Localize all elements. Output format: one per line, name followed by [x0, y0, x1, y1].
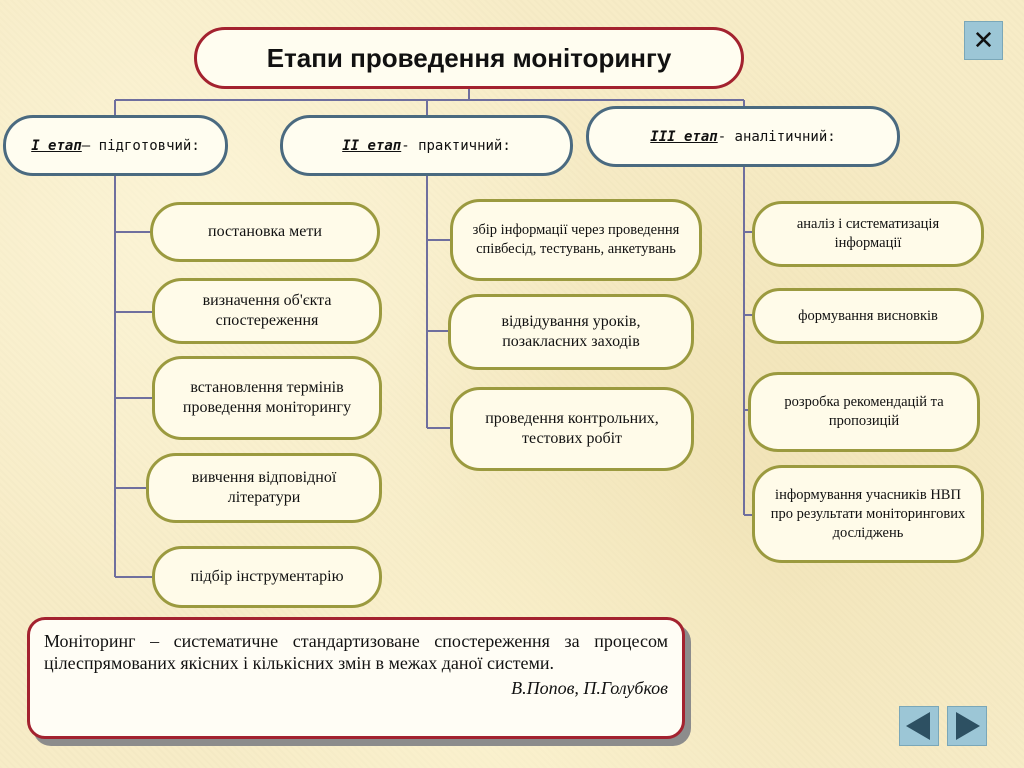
stage-1-step: визначення об'єкта спостереження — [152, 278, 382, 344]
diagram-title: Етапи проведення моніторингу — [194, 27, 744, 89]
stage-2-step: відвідування уроків, позакласних заходів — [448, 294, 694, 370]
prev-slide-button[interactable] — [899, 706, 939, 746]
triangle-left-icon — [906, 712, 930, 740]
definition-author: В.Попов, П.Голубков — [511, 678, 668, 698]
stage-3-step: формування висновків — [752, 288, 984, 344]
stage-3-step: аналіз і систематизація інформації — [752, 201, 984, 267]
stage-1-step: вивчення відповідної літератури — [146, 453, 382, 523]
definition-box: Моніторинг – систематичне стандартизован… — [27, 617, 685, 739]
stage-3-step: інформування учасників НВП про результат… — [752, 465, 984, 563]
stage-2-step: проведення контрольних, тестових робіт — [450, 387, 694, 471]
stage-2-label: - практичний: — [401, 137, 511, 154]
close-button[interactable]: ✕ — [964, 21, 1003, 60]
definition-text: Моніторинг – систематичне стандартизован… — [44, 631, 668, 673]
stage-3-label: - аналітичний: — [717, 128, 836, 145]
stage-3-key: III етап — [650, 128, 718, 145]
stage-2-header: II етап - практичний: — [280, 115, 573, 176]
stage-1-key: I етап — [31, 137, 82, 154]
stage-3-step: розробка рекомендацій та пропозицій — [748, 372, 980, 452]
stage-2-step: збір інформації через проведення співбес… — [450, 199, 702, 281]
stage-1-step: підбір інструментарію — [152, 546, 382, 608]
stage-1-label: – підготовчий: — [81, 137, 200, 154]
next-slide-button[interactable] — [947, 706, 987, 746]
stage-1-header: I етап – підготовчий: — [3, 115, 228, 176]
stage-1-step: встановлення термінів проведення монітор… — [152, 356, 382, 440]
triangle-right-icon — [956, 712, 980, 740]
stage-1-step: постановка мети — [150, 202, 380, 262]
stage-3-header: III етап - аналітичний: — [586, 106, 900, 167]
stage-2-key: II етап — [342, 137, 402, 154]
